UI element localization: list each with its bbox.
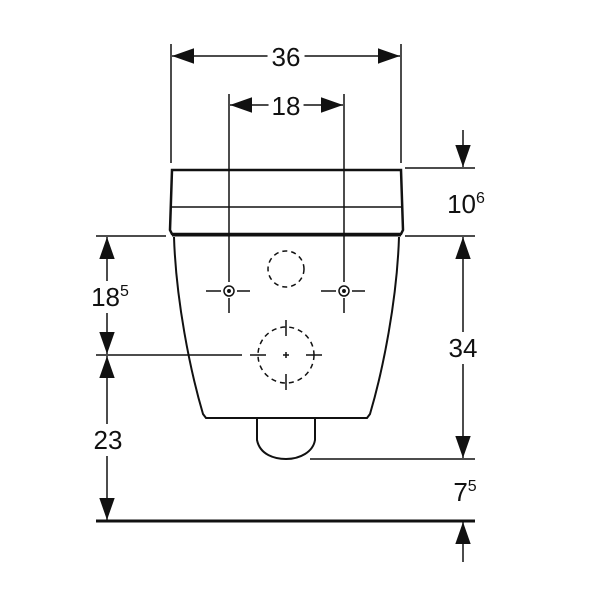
seat-lid [168,168,405,236]
dim-18-5-main: 18 [91,282,121,312]
dim-23-label: 23 [93,424,123,456]
dim-34-label: 34 [448,332,478,364]
drain-center-cross [250,320,322,390]
outlet-spigot [256,419,316,461]
dim-18-5-label: 185 [91,281,129,313]
fixing-bolt-left [206,285,250,313]
dim-18-label: 18 [268,93,304,119]
dim-lid-main: 10 [447,189,477,219]
bowl-body [173,236,400,419]
dim-lid-sup: 6 [476,190,485,207]
dim-clearance-label: 75 [453,477,477,507]
dim-lid-label: 106 [447,191,485,217]
water-inlet-hole [267,250,305,288]
dim-clearance-sup: 5 [467,478,477,495]
fixing-bolt-right [321,285,365,313]
dim-36-label: 36 [267,44,305,70]
dim-18-5-sup: 5 [120,283,129,300]
dim-clearance-main: 7 [453,477,468,507]
